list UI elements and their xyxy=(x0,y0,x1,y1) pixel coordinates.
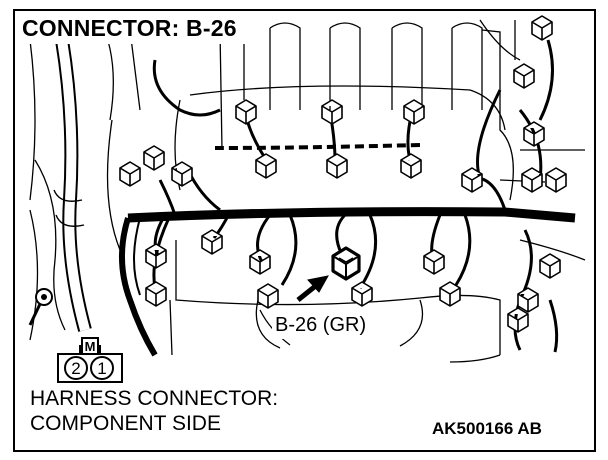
ground-terminal xyxy=(28,288,53,326)
connector-pin-1: 1 xyxy=(90,356,114,380)
callout-backdrop xyxy=(272,311,390,339)
main-harness xyxy=(119,143,576,357)
connector-key-letter: M xyxy=(81,337,99,355)
connector-callout-label: B-26 (GR) xyxy=(275,314,367,336)
left-hose xyxy=(53,38,92,332)
intake-manifold-outline xyxy=(29,19,586,363)
figure-code: AK500166 AB xyxy=(432,419,542,438)
figure-border xyxy=(13,9,596,452)
caption-line-2: COMPONENT SIDE xyxy=(30,412,221,435)
callout-arrow xyxy=(296,275,329,302)
branch-wires xyxy=(152,39,559,353)
b26-injector-connector xyxy=(331,246,361,281)
title-backdrop xyxy=(18,14,250,44)
connector-blocks xyxy=(119,15,567,333)
connector-pin-2: 2 xyxy=(64,356,88,380)
caption-line-1: HARNESS CONNECTOR: xyxy=(30,387,279,410)
connector-symbol-outline xyxy=(57,345,123,383)
page-title: CONNECTOR: B-26 xyxy=(22,15,237,41)
